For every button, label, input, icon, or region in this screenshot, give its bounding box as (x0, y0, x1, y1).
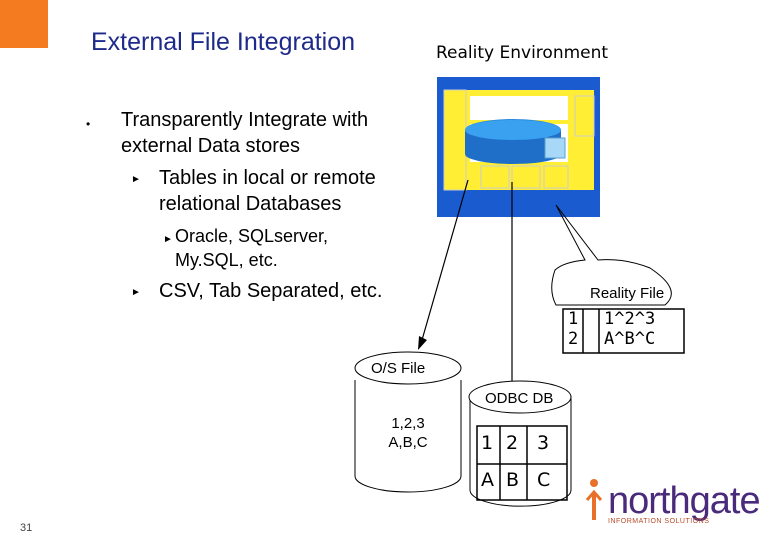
odbc-db-label: ODBC DB (485, 390, 554, 407)
page-number: 31 (20, 522, 33, 534)
bullet-level2-databases: Tables in local or remote relational Dat… (159, 167, 376, 215)
reality-file-row-value: A^B^C (604, 329, 656, 349)
odbc-cell: 3 (537, 432, 550, 454)
odbc-cell: C (537, 469, 551, 491)
reality-file-callout (551, 204, 672, 306)
bullet-level1: Transparently Integrate with external Da… (121, 109, 369, 157)
odbc-db-cylinder (468, 380, 572, 507)
corner-accent (0, 0, 48, 48)
odbc-cell: 1 (481, 432, 494, 454)
odbc-cell: A (481, 469, 494, 491)
triangle-bullet-icon: ► (163, 234, 173, 245)
os-file-line: A,B,C (388, 434, 428, 451)
os-file-cylinder (354, 351, 462, 493)
slide-title: External File Integration (91, 28, 356, 56)
bullet-icon: • (86, 117, 91, 131)
odbc-cell: 2 (506, 432, 519, 454)
reality-file-label: Reality File (590, 285, 665, 302)
os-file-label: O/S File (371, 360, 426, 377)
triangle-bullet-icon: ► (131, 174, 141, 185)
bullet-level3-vendors: Oracle, SQLserver, My.SQL, etc. (175, 226, 329, 270)
reality-file-row-number: 1 (568, 309, 579, 329)
reality-environment-graphic (437, 77, 600, 217)
northgate-logo-icon (585, 479, 603, 520)
reality-environment-label: Reality Environment (436, 43, 609, 63)
os-file-line: 1,2,3 (391, 415, 425, 432)
northgate-logo-subtitle: INFORMATION SOLUTIONS (608, 518, 710, 525)
bullet-level2-files: CSV, Tab Separated, etc. (159, 280, 383, 302)
odbc-cell: B (506, 469, 520, 491)
reality-file-row-value: 1^2^3 (604, 309, 656, 329)
northgate-logo-text: northgate (608, 480, 761, 522)
odbc-table (476, 425, 568, 501)
arrow-to-os-file (421, 179, 469, 341)
triangle-bullet-icon: ► (131, 287, 141, 298)
reality-file-row-number: 2 (568, 329, 579, 349)
